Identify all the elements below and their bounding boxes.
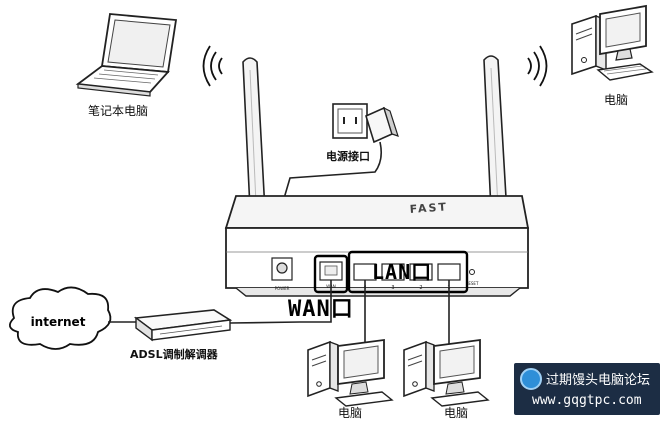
power-outlet-icon	[332, 103, 368, 139]
reset-label: RESET	[466, 281, 479, 286]
reset-button-icon	[469, 269, 475, 275]
adsl-modem-icon	[133, 309, 233, 342]
modem-wan-cable	[229, 280, 332, 324]
watermark-url: www.gqgtpc.com	[532, 393, 642, 408]
desktop-computer-bottom-left-icon	[307, 338, 394, 407]
lan-label: LAN口	[372, 260, 433, 284]
router-brand-label: FAST	[409, 200, 448, 216]
internet-label: internet	[31, 315, 86, 329]
desktop-computer-top-icon	[571, 4, 654, 81]
wan-label: WAN口	[288, 297, 354, 322]
desktop-top-label: 电脑	[604, 93, 629, 107]
lan-ports: 4 3 2 1	[353, 263, 461, 291]
lan-port-number: 2	[419, 285, 422, 291]
desktop-bottom-left-label: 电脑	[338, 406, 363, 420]
lan-highlight-box	[347, 250, 469, 294]
power-port-label: POWER	[275, 286, 290, 291]
wireless-router: FAST POWER WAN 4 3 2 1 RESET	[224, 195, 530, 297]
power-label: 电源接口	[326, 150, 370, 163]
wifi-waves-right-icon	[527, 45, 548, 87]
forum-logo-icon	[520, 368, 542, 390]
cables	[108, 280, 450, 352]
internet-cloud-icon: internet	[8, 286, 112, 350]
lan-port-number: 3	[391, 285, 394, 291]
desktop-computer-bottom-right-icon	[403, 338, 490, 407]
desktop-bottom-right-label: 电脑	[444, 406, 469, 420]
modem-label: ADSL调制解调器	[130, 348, 218, 361]
laptop-label: 笔记本电脑	[88, 104, 149, 118]
watermark-title: 过期馒头电脑论坛	[546, 373, 651, 388]
wifi-waves-left-icon	[202, 45, 223, 87]
laptop-icon	[75, 13, 178, 97]
watermark-badge: 过期馒头电脑论坛 www.gqgtpc.com	[514, 363, 660, 415]
